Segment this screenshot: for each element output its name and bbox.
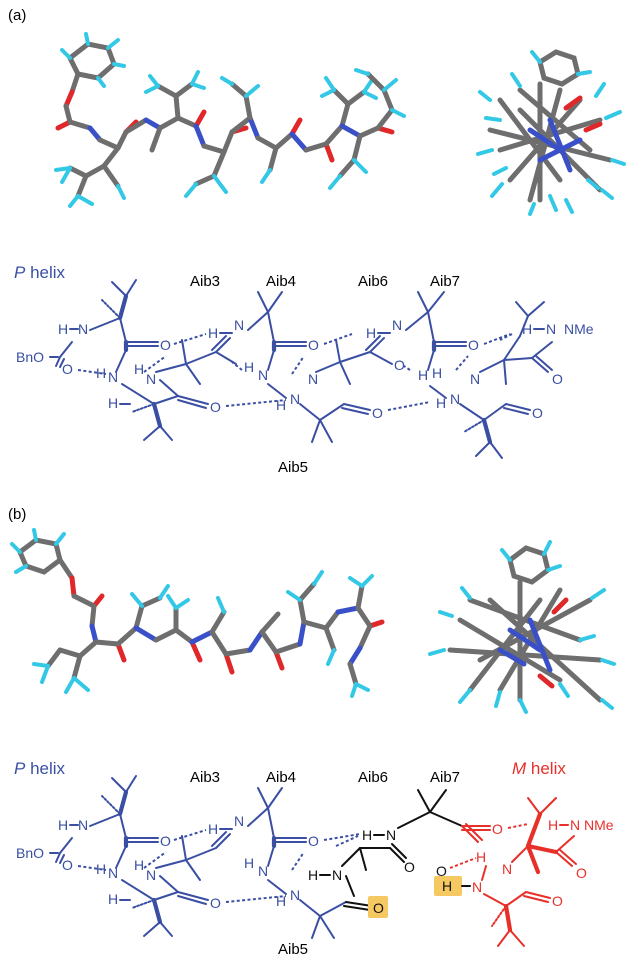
panel-b-structure: BnO H N O O N H O H (16, 775, 614, 947)
panel-b-residue-label: Aib3 (190, 769, 220, 786)
atom-n: N (234, 317, 244, 333)
panel-b-stick-model-end (428, 540, 616, 714)
atom-o: O (62, 857, 73, 873)
atom-o: O (210, 399, 221, 415)
atom-n: N (386, 827, 396, 843)
panel-b-residue-label: Aib6 (358, 769, 388, 786)
atom-h: H (244, 855, 254, 871)
panel-b-residue-label: Aib4 (266, 769, 296, 786)
atom-n: N (470, 371, 480, 387)
panel-b-stick-model-side (10, 528, 385, 698)
atom-h: H (108, 395, 118, 411)
bno-group: BnO (16, 845, 44, 861)
panel-a-label: (a) (8, 7, 26, 24)
atom-o: O (552, 893, 563, 909)
atom-h: H (244, 359, 254, 375)
panel-a-residue-label: Aib4 (266, 273, 296, 290)
panel-a-stick-model-side (54, 32, 406, 208)
atom-n: N (78, 817, 88, 833)
atom-n: N (472, 879, 482, 895)
atom-h: H (96, 861, 106, 877)
atom-h: H (476, 849, 486, 865)
atom-n: N (290, 391, 300, 407)
atom-h: H (134, 857, 144, 873)
atom-o: O (308, 337, 319, 353)
panel-a-residue-label: Aib5 (278, 459, 308, 476)
panel-b-helix-label-right: M helix (512, 759, 566, 778)
panel-b-helix-label: P helix (14, 759, 66, 778)
atom-n: N (308, 371, 318, 387)
highlight-o (368, 896, 388, 918)
highlight-h (434, 876, 462, 896)
atom-n: N (234, 813, 244, 829)
atom-n: N (502, 861, 512, 877)
highlighted-h-atom: H (442, 878, 452, 894)
atom-h: H (276, 397, 286, 413)
atom-o: O (394, 357, 405, 373)
atom-h: H (58, 321, 68, 337)
atom-n: N (146, 371, 156, 387)
atom-o: O (576, 865, 587, 881)
panel-a-helix-label: P helix (14, 263, 66, 282)
atom-o: O (436, 863, 447, 879)
atom-n: N (258, 367, 268, 383)
atom-h: H (208, 821, 218, 837)
panel-a-residue-label: Aib6 (358, 273, 388, 290)
atom-h: H (208, 325, 218, 341)
atom-h: H (58, 817, 68, 833)
atom-o: O (372, 405, 383, 421)
atom-o: O (160, 337, 171, 353)
atom-n: N (332, 867, 342, 883)
atom-n: N (108, 369, 118, 385)
atom-n: N (290, 887, 300, 903)
atom-h: H (362, 827, 372, 843)
atom-h: H (436, 395, 446, 411)
atom-o: O (492, 821, 503, 837)
atom-h: H (134, 361, 144, 377)
atom-h: H (522, 321, 532, 337)
atom-h: H (418, 367, 428, 383)
atom-h: H (96, 365, 106, 381)
atom-o: O (532, 405, 543, 421)
panel-a-structure: BnO H N O O N H O H (16, 279, 594, 459)
atom-o: O (552, 371, 563, 387)
atom-n: N (108, 865, 118, 881)
atom-h: H (366, 325, 376, 341)
atom-n: N (146, 867, 156, 883)
atom-o: O (62, 361, 73, 377)
panel-a-stick-model-end (476, 49, 626, 216)
bno-group: BnO (16, 349, 44, 365)
atom-h: H (308, 867, 318, 883)
panel-a-residue-label: Aib3 (190, 273, 220, 290)
panel-b-label: (b) (8, 506, 26, 523)
atom-n: N (570, 817, 580, 833)
nme-group: NMe (584, 817, 614, 833)
highlighted-o-atom: O (373, 900, 384, 916)
atom-n: N (258, 863, 268, 879)
atom-h: H (108, 891, 118, 907)
atom-o: O (160, 833, 171, 849)
panel-a-residue-label: Aib7 (430, 273, 460, 290)
panel-b-residue-label: Aib7 (430, 769, 460, 786)
atom-h: H (432, 365, 442, 381)
atom-h: H (548, 817, 558, 833)
atom-o: O (210, 895, 221, 911)
panel-b-residue-label: Aib5 (278, 941, 308, 958)
atom-n: N (450, 391, 460, 407)
nme-group: NMe (564, 321, 594, 337)
atom-n: N (392, 317, 402, 333)
atom-o: O (404, 859, 415, 875)
atom-h: H (276, 893, 286, 909)
atom-n: N (78, 321, 88, 337)
atom-o: O (308, 833, 319, 849)
atom-o: O (468, 337, 479, 353)
atom-n: N (546, 321, 556, 337)
